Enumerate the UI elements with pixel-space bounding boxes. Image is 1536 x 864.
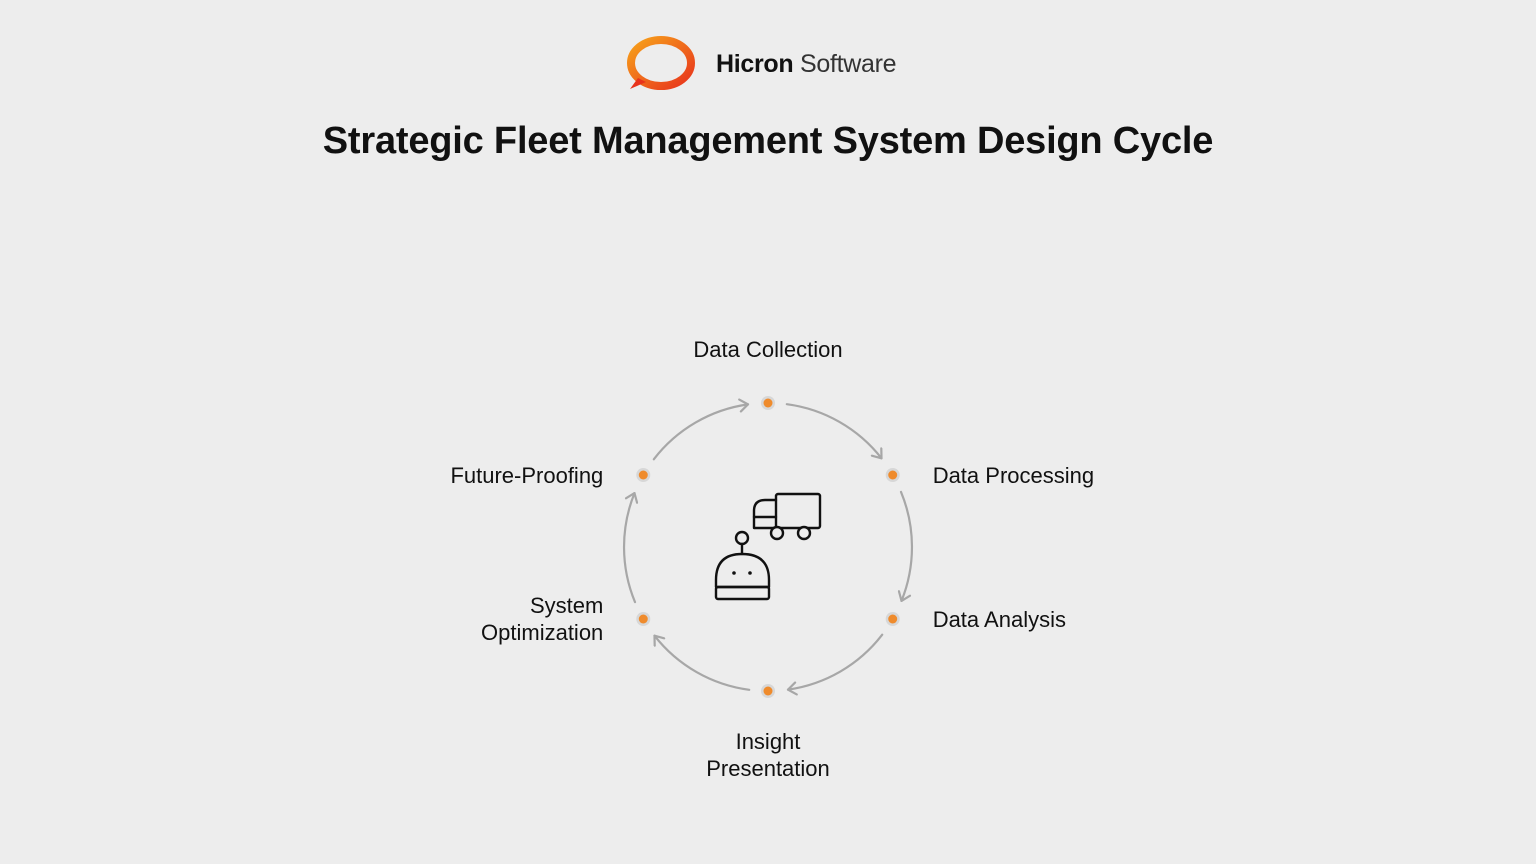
cycle-arrow [786, 633, 884, 690]
cycle-step-label-line: Optimization [481, 620, 603, 645]
brand-name: Hicron Software [716, 49, 897, 79]
cycle-step-label: Future-Proofing [450, 463, 603, 488]
cycle-node-dot [763, 398, 773, 408]
brand-name-bold: Hicron [716, 49, 794, 78]
cycle-node-dot [888, 470, 898, 480]
cycle-nodes [636, 396, 900, 698]
page-title: Strategic Fleet Management System Design… [322, 120, 1214, 162]
cycle-node-dot [638, 614, 648, 624]
brand: Hicron Software [624, 34, 897, 94]
cycle-step-label-line: Data Collection [693, 337, 842, 362]
cycle-node-dot [638, 470, 648, 480]
cycle-step-label: Data Processing [933, 463, 1094, 488]
cycle-arrows [622, 403, 914, 691]
cycle-arrow [785, 403, 883, 460]
cycle-arrow [653, 634, 751, 691]
robot-icon [714, 530, 771, 601]
cycle-arrow [901, 490, 914, 602]
cycle-node-dot [888, 614, 898, 624]
brand-name-light: Software [800, 49, 897, 78]
truck-icon [752, 492, 822, 541]
cycle-step-label-line: Insight [736, 729, 801, 754]
cycle-step-label: Data Collection [693, 337, 842, 362]
cycle-step-label-line: Data Processing [933, 463, 1094, 488]
cycle-arrow [652, 404, 750, 461]
cycle-arrow [622, 492, 635, 604]
cycle-node-dot [763, 686, 773, 696]
hicron-logo-icon [627, 36, 695, 90]
cycle-step-label-line: Presentation [706, 756, 830, 781]
cycle-step-label-line: System [530, 593, 603, 618]
cycle-step-label-line: Future-Proofing [450, 463, 603, 488]
cycle-step-label: Data Analysis [933, 607, 1066, 632]
cycle-step-label-line: Data Analysis [933, 607, 1066, 632]
